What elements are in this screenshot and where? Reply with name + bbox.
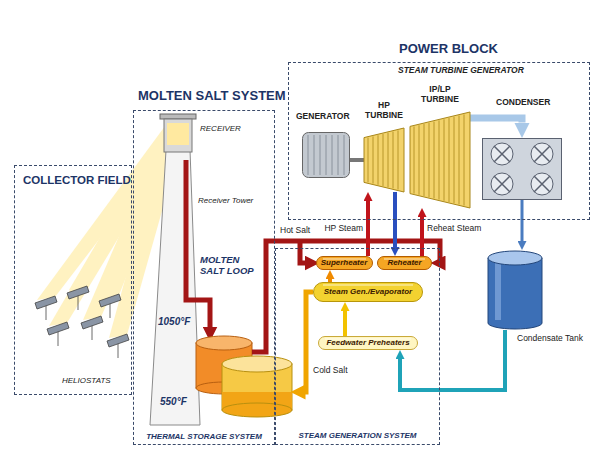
region-heading: POWER BLOCK <box>399 42 498 57</box>
edge-label: Reheat Steam <box>426 224 482 234</box>
diagram-label: 550°F <box>160 396 187 408</box>
condensate-tank: Condensate Tank <box>487 250 543 330</box>
diagram-label: Cold Salt <box>312 366 349 376</box>
receiver <box>160 114 196 152</box>
region-caption: THERMAL STORAGE SYSTEM <box>134 432 274 441</box>
condenser-shape <box>482 138 562 200</box>
feedwater-pipe <box>343 311 347 336</box>
condensate-tank-shape <box>487 250 543 330</box>
steam-pipe <box>420 217 424 256</box>
condensate-pipe <box>521 200 524 241</box>
node-label: CONDENSER <box>496 98 550 108</box>
heliostats <box>35 286 129 358</box>
iplp-turbine-shape <box>410 112 470 208</box>
edge-label: HP Steam <box>323 224 364 234</box>
turbine-shaft <box>350 158 364 162</box>
node-label: Superheater <box>321 258 368 267</box>
node-label: Reheater <box>387 258 421 267</box>
diagram-label: HELIOSTATS <box>62 376 111 385</box>
preheater: Feedwater Preheaters <box>318 336 418 350</box>
cold-salt-pipe <box>298 292 313 392</box>
system-region: STEAM GENERATION SYSTEM Superheater Reheat… <box>275 248 440 445</box>
hot-salt-pipe <box>252 241 440 352</box>
hp-turbine-shape <box>364 128 404 192</box>
diagram-label: RECEIVER <box>200 124 241 133</box>
generator: GENERATOR <box>302 132 350 178</box>
diagram-label: MOLTEN SALT LOOP <box>200 255 262 277</box>
diagram-label: STEAM TURBINE GENERATOR <box>398 66 524 76</box>
iplp-turbine: IP/LP TURBINE <box>410 112 470 208</box>
receiver-tower <box>150 150 200 425</box>
steam-pipe <box>328 279 332 282</box>
node-label: IP/LP TURBINE <box>410 85 470 105</box>
exhaust-duct <box>470 118 522 123</box>
region-heading: MOLTEN SALT SYSTEM <box>138 89 286 104</box>
region-heading: STEAM GENERATION SYSTEM <box>276 431 439 440</box>
heat-exchanger: Reheater <box>377 256 432 270</box>
node-label: Steam Gen./Evaporator <box>324 287 412 296</box>
hot-salt-branch <box>300 241 312 263</box>
region-heading: COLLECTOR FIELD <box>23 174 131 187</box>
node-label: HP TURBINE <box>359 101 409 121</box>
heat-exchanger: Superheater <box>316 256 373 270</box>
condenser: CONDENSER <box>482 138 562 200</box>
evaporator: Steam Gen./Evaporator <box>313 282 423 302</box>
node-label: Feedwater Preheaters <box>326 338 409 347</box>
system-region: COLLECTOR FIELD <box>14 165 132 395</box>
node-label: GENERATOR <box>296 112 350 122</box>
node-label: Condensate Tank <box>517 334 583 344</box>
generator-shape <box>302 132 350 178</box>
hot-salt-riser <box>186 160 210 334</box>
system-region: POWER BLOCKGENERATORHP TURBINEIP/LP TURB… <box>288 62 590 220</box>
system-region: MOLTEN SALT SYSTEMTHERMAL STORAGE SYSTEM <box>133 110 275 445</box>
diagram-label: 1050°F <box>158 316 190 328</box>
diagram-label: Hot Salt <box>279 226 311 236</box>
cold-tank <box>222 356 292 417</box>
diagram-label: Receiver Tower <box>198 196 240 205</box>
hp-turbine: HP TURBINE <box>364 128 404 192</box>
